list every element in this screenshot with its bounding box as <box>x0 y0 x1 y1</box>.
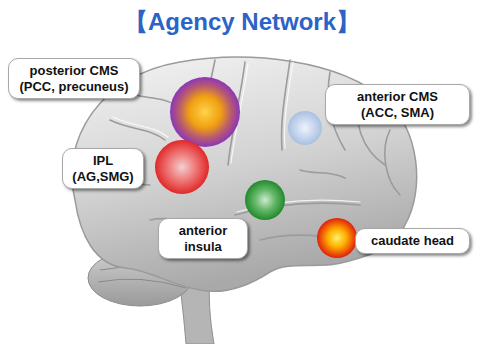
region-label: anterior CMS (ACC, SMA) <box>346 89 450 120</box>
region-label: anterior insula <box>167 223 239 254</box>
label-box: IPL (AG,SMG) <box>62 148 144 189</box>
diagram-title: 【Agency Network】 <box>0 6 484 38</box>
region-label: caudate head <box>363 233 463 249</box>
label-box: caudate head <box>355 228 470 254</box>
region-label: IPL (AG,SMG) <box>70 153 136 184</box>
label-box: anterior insula <box>158 218 248 259</box>
label-box: posterior CMS (PCC, precuneus) <box>8 58 140 99</box>
region-label: posterior CMS (PCC, precuneus) <box>15 63 133 94</box>
label-box: anterior CMS (ACC, SMA) <box>325 84 470 125</box>
